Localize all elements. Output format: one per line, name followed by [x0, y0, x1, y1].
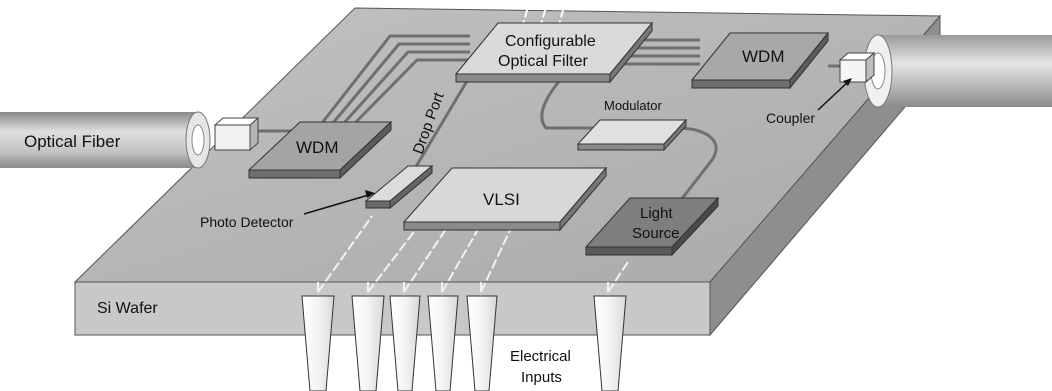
coupler-annotation: Coupler — [766, 78, 852, 126]
optical-filter-label-line2: Optical Filter — [498, 53, 588, 70]
wdm-right-label: WDM — [742, 47, 784, 66]
probe-2 — [351, 295, 385, 391]
modulator-label: Modulator — [604, 98, 662, 113]
optical-filter-label-line1: Configurable — [505, 33, 596, 50]
vlsi-block: VLSI — [402, 166, 608, 232]
probe-5 — [466, 295, 498, 391]
coupler-arrow — [817, 79, 851, 111]
probe-6 — [593, 295, 627, 391]
light-source-block: Light Source — [584, 196, 720, 257]
si-wafer-label: Si Wafer — [97, 300, 158, 317]
probe-1 — [301, 295, 335, 391]
probe-3 — [389, 295, 421, 391]
wdm-left-label: WDM — [296, 138, 338, 157]
wdm-right-block: WDM — [690, 31, 830, 90]
fiber-connector-left — [213, 116, 260, 152]
photo-detector-block — [364, 164, 434, 210]
modulator-block: Modulator — [576, 98, 688, 152]
photo-detector-label: Photo Detector — [200, 214, 294, 230]
vlsi-label: VLSI — [483, 190, 520, 209]
photo-detector-arrowhead — [365, 190, 375, 198]
photo-detector-annotation: Photo Detector — [200, 190, 375, 230]
coupler-label: Coupler — [766, 110, 815, 126]
coupler-cube — [838, 51, 876, 84]
light-source-label-line1: Light — [640, 205, 673, 222]
electrical-probes — [301, 295, 627, 391]
light-source-label-line2: Source — [632, 225, 680, 242]
optical-filter-block: Configurable Optical Filter — [454, 21, 654, 84]
optical-fiber-right — [863, 34, 1052, 108]
coupler-arrowhead — [843, 78, 852, 86]
electrical-inputs-annotation: Electrical Inputs — [510, 348, 571, 386]
wdm-left-block: WDM — [247, 120, 393, 180]
probe-4 — [427, 295, 459, 391]
optical-fiber-left: Optical Fiber — [0, 111, 211, 169]
optical-fiber-label: Optical Fiber — [24, 132, 121, 151]
electrical-inputs-label-line1: Electrical — [510, 348, 571, 365]
photo-detector-arrow — [303, 193, 373, 215]
electrical-inputs-label-line2: Inputs — [521, 369, 562, 386]
